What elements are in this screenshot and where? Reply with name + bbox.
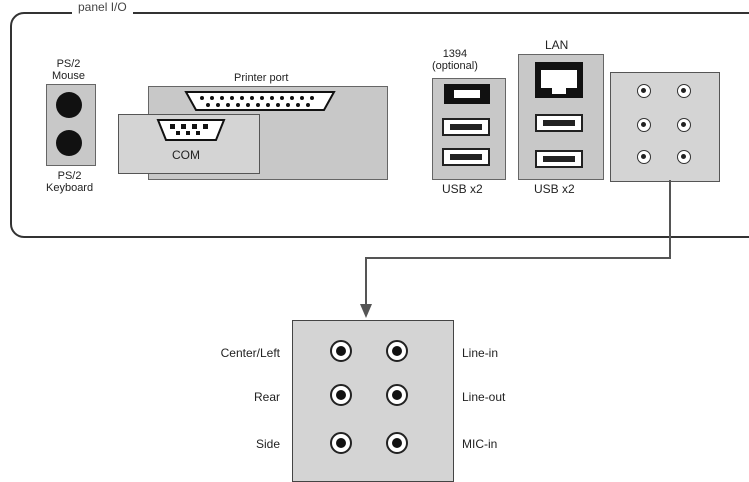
label-mic-in: MIC-in — [462, 437, 498, 451]
com-label: COM — [172, 148, 200, 162]
audio-detail-block — [292, 320, 454, 482]
usb-right-port-1 — [535, 114, 583, 132]
usb-left-port-1 — [442, 118, 490, 136]
com-port-connector — [156, 119, 226, 141]
label-rear: Rear — [253, 390, 280, 404]
audio-jack-line-in — [386, 340, 408, 362]
printer-port-label: Printer port — [234, 72, 289, 84]
label-line-in: Line-in — [462, 346, 499, 360]
usb-left-port-2 — [442, 148, 490, 166]
audio-jack-side — [330, 432, 352, 454]
audio-jack-small-3 — [637, 118, 651, 132]
lan-connector — [535, 62, 583, 98]
ps2-keyboard-label: PS/2 Keyboard — [46, 170, 94, 194]
usb-left-label: USB x2 — [442, 182, 483, 196]
callout-arrow — [360, 180, 671, 318]
firewire-label: 1394 (optional) — [432, 48, 478, 72]
ps2-mouse-label: PS/2 Mouse — [52, 58, 86, 82]
ps2-mouse-connector — [56, 92, 82, 118]
label-line-out: Line-out — [462, 390, 506, 404]
audio-jack-small-2 — [677, 84, 691, 98]
lan-label: LAN — [545, 38, 569, 52]
label-side: Side — [255, 437, 280, 451]
audio-block-small — [610, 72, 720, 182]
audio-jack-small-4 — [677, 118, 691, 132]
label-center-left: Center/Left — [220, 346, 280, 360]
audio-jack-small-1 — [637, 84, 651, 98]
audio-jack-center-left — [330, 340, 352, 362]
usb-right-port-2 — [535, 150, 583, 168]
audio-jack-mic-in — [386, 432, 408, 454]
audio-jack-line-out — [386, 384, 408, 406]
audio-jack-small-6 — [677, 150, 691, 164]
printer-port-connector — [184, 91, 336, 111]
usb-right-label: USB x2 — [534, 182, 575, 196]
panel-header-fragment: panel I/O — [72, 0, 133, 14]
audio-jack-small-5 — [637, 150, 651, 164]
firewire-connector — [444, 84, 490, 104]
ps2-keyboard-connector — [56, 130, 82, 156]
audio-jack-rear — [330, 384, 352, 406]
